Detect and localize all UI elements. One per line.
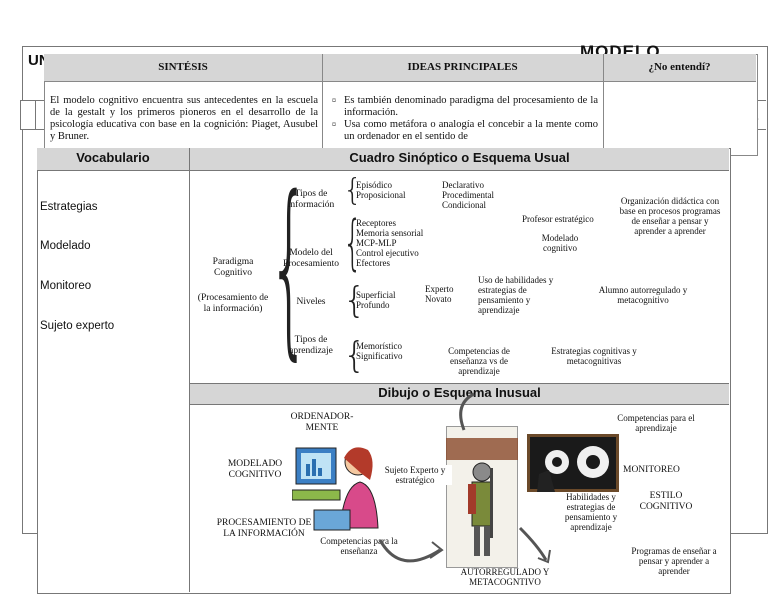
vocab-item-sujeto-experto: Sujeto experto: [40, 320, 114, 332]
branch-niveles: Niveles: [281, 297, 341, 308]
modelado-cognitivo: Modelado cognitivo: [530, 233, 590, 253]
alumno-autorregulado: Alumno autorregulado y metacognitivo: [582, 285, 704, 305]
vocab-item-modelado: Modelado: [40, 240, 91, 252]
vocab-item-monitoreo: Monitoreo: [40, 280, 91, 292]
estrategias-cognitivas: Estrategias cognitivas y metacognitivas: [534, 346, 654, 366]
synthesis-text: El modelo cognitivo encuentra sus antece…: [50, 95, 318, 143]
tipos-info-items: Episódico Proposicional: [356, 180, 406, 200]
uso-habilidades: Uso de habilidades y estrategias de pens…: [478, 275, 570, 315]
ideas-list: ¤ Es también denominado paradigma del pr…: [344, 95, 598, 143]
niveles-items: Superficial Profundo: [356, 290, 396, 310]
aprendizaje-items: Memorístico Significativo: [356, 341, 403, 361]
back-row-cell: [20, 100, 36, 130]
tipos-info-more: Declarativo Procedimental Condicional: [442, 180, 494, 210]
experto-novato: Experto Novato: [425, 284, 454, 304]
bullet-icon: ¤: [332, 119, 336, 131]
header-no-entendi: ¿No entendí?: [603, 61, 756, 73]
cuadro-root-sub: (Procesamiento de la información): [194, 293, 272, 315]
branch-modelo-procesamiento: Modelo del Procesamiento: [276, 248, 346, 270]
cuadro-root: Paradigma Cognitivo: [198, 257, 268, 279]
profesor-estrategico: Profesor estratégico: [522, 214, 594, 224]
header-sintesis: SINTÉSIS: [44, 61, 322, 73]
person-computer-icon: [292, 440, 382, 532]
vocab-item-estrategias: Estrategias: [40, 201, 98, 213]
column-divider: [189, 148, 190, 592]
column-divider: [603, 54, 604, 150]
organizacion-didactica: Organización didáctica con base en proce…: [618, 196, 722, 236]
estilo-cognitivo-label: ESTILO COGNITIVO: [636, 491, 696, 513]
ordenador-mente: ORDENADOR-MENTE: [280, 412, 364, 434]
column-divider: [322, 54, 323, 150]
branch-tipos-aprendizaje: Tipos de aprendizaje: [281, 335, 341, 357]
competencias-ensenanza: Competencias de enseñanza vs de aprendiz…: [436, 346, 522, 376]
header-ideas-principales: IDEAS PRINCIPALES: [322, 61, 603, 73]
programas-label: Programas de enseñar a pensar y aprender…: [628, 546, 720, 576]
modelo-items: Receptores Memoria sensorial MCP-MLP Con…: [356, 218, 423, 268]
arrows-icon: [370, 390, 590, 590]
vocabulary-title: Vocabulario: [37, 150, 189, 165]
bullet-icon: ¤: [332, 95, 336, 107]
branch-tipos-informacion: Tipos de información: [281, 189, 341, 211]
idea-item: ¤ Es también denominado paradigma del pr…: [344, 95, 598, 119]
competencias-aprendizaje-label: Competencias para el aprendizaje: [612, 413, 700, 433]
idea-item: ¤ Usa como metáfora o analogía el conceb…: [344, 119, 598, 143]
modelado-cognitivo-label: MODELADO COGNITIVO: [218, 459, 292, 481]
monitoreo-label: MONITOREO: [623, 465, 680, 476]
